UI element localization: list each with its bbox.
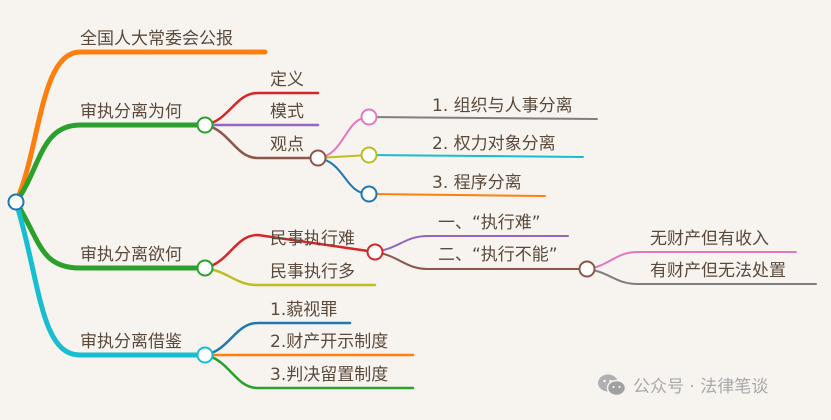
wechat-icon [598, 374, 627, 396]
topic-object-separation[interactable]: 2. 权力对象分离 [432, 134, 556, 154]
topic-what[interactable]: 审执分离欲何 [80, 245, 182, 265]
node-inability [578, 260, 596, 278]
topic-execution-difficult[interactable]: 民事执行难 [270, 229, 355, 249]
branch-line-reference [13, 199, 208, 358]
node-what [196, 259, 214, 277]
root-node [7, 193, 25, 211]
topic-reference[interactable]: 审执分离借鉴 [80, 332, 182, 352]
topic-definition[interactable]: 定义 [270, 70, 304, 90]
node-reference [196, 346, 214, 364]
topic-contempt[interactable]: 1.藐视罪 [270, 300, 338, 320]
node-difficulty [366, 243, 384, 261]
branch-line-what [13, 199, 208, 271]
topic-judgment-retention[interactable]: 3.判决留置制度 [270, 365, 389, 385]
branch-line-gazette [13, 49, 268, 205]
topic-procedure-separation[interactable]: 3. 程序分离 [432, 173, 522, 193]
topic-viewpoint[interactable]: 观点 [270, 135, 304, 155]
topic-asset-disclosure[interactable]: 2.财产开示制度 [270, 332, 389, 352]
topic-property-no-disposal[interactable]: 有财产但无法处置 [650, 261, 786, 281]
node-why [196, 116, 214, 134]
watermark-text: 公众号 · 法律笔谈 [633, 377, 769, 397]
topic-execution-many[interactable]: 民事执行多 [270, 262, 355, 282]
topic-hard-to-execute[interactable]: 一、“执行难” [438, 213, 541, 233]
topic-mode[interactable]: 模式 [270, 102, 304, 122]
topic-why[interactable]: 审执分离为何 [80, 102, 182, 122]
node-viewpoint [309, 149, 327, 167]
topic-gazette[interactable]: 全国人大常委会公报 [80, 29, 233, 49]
topic-unable-to-execute[interactable]: 二、“执行不能” [438, 245, 558, 265]
topic-org-separation[interactable]: 1. 组织与人事分离 [432, 96, 573, 116]
topic-no-property-income[interactable]: 无财产但有收入 [650, 229, 769, 249]
watermark: 公众号 · 法律笔谈 [597, 372, 768, 397]
branch-line-why [13, 122, 208, 205]
